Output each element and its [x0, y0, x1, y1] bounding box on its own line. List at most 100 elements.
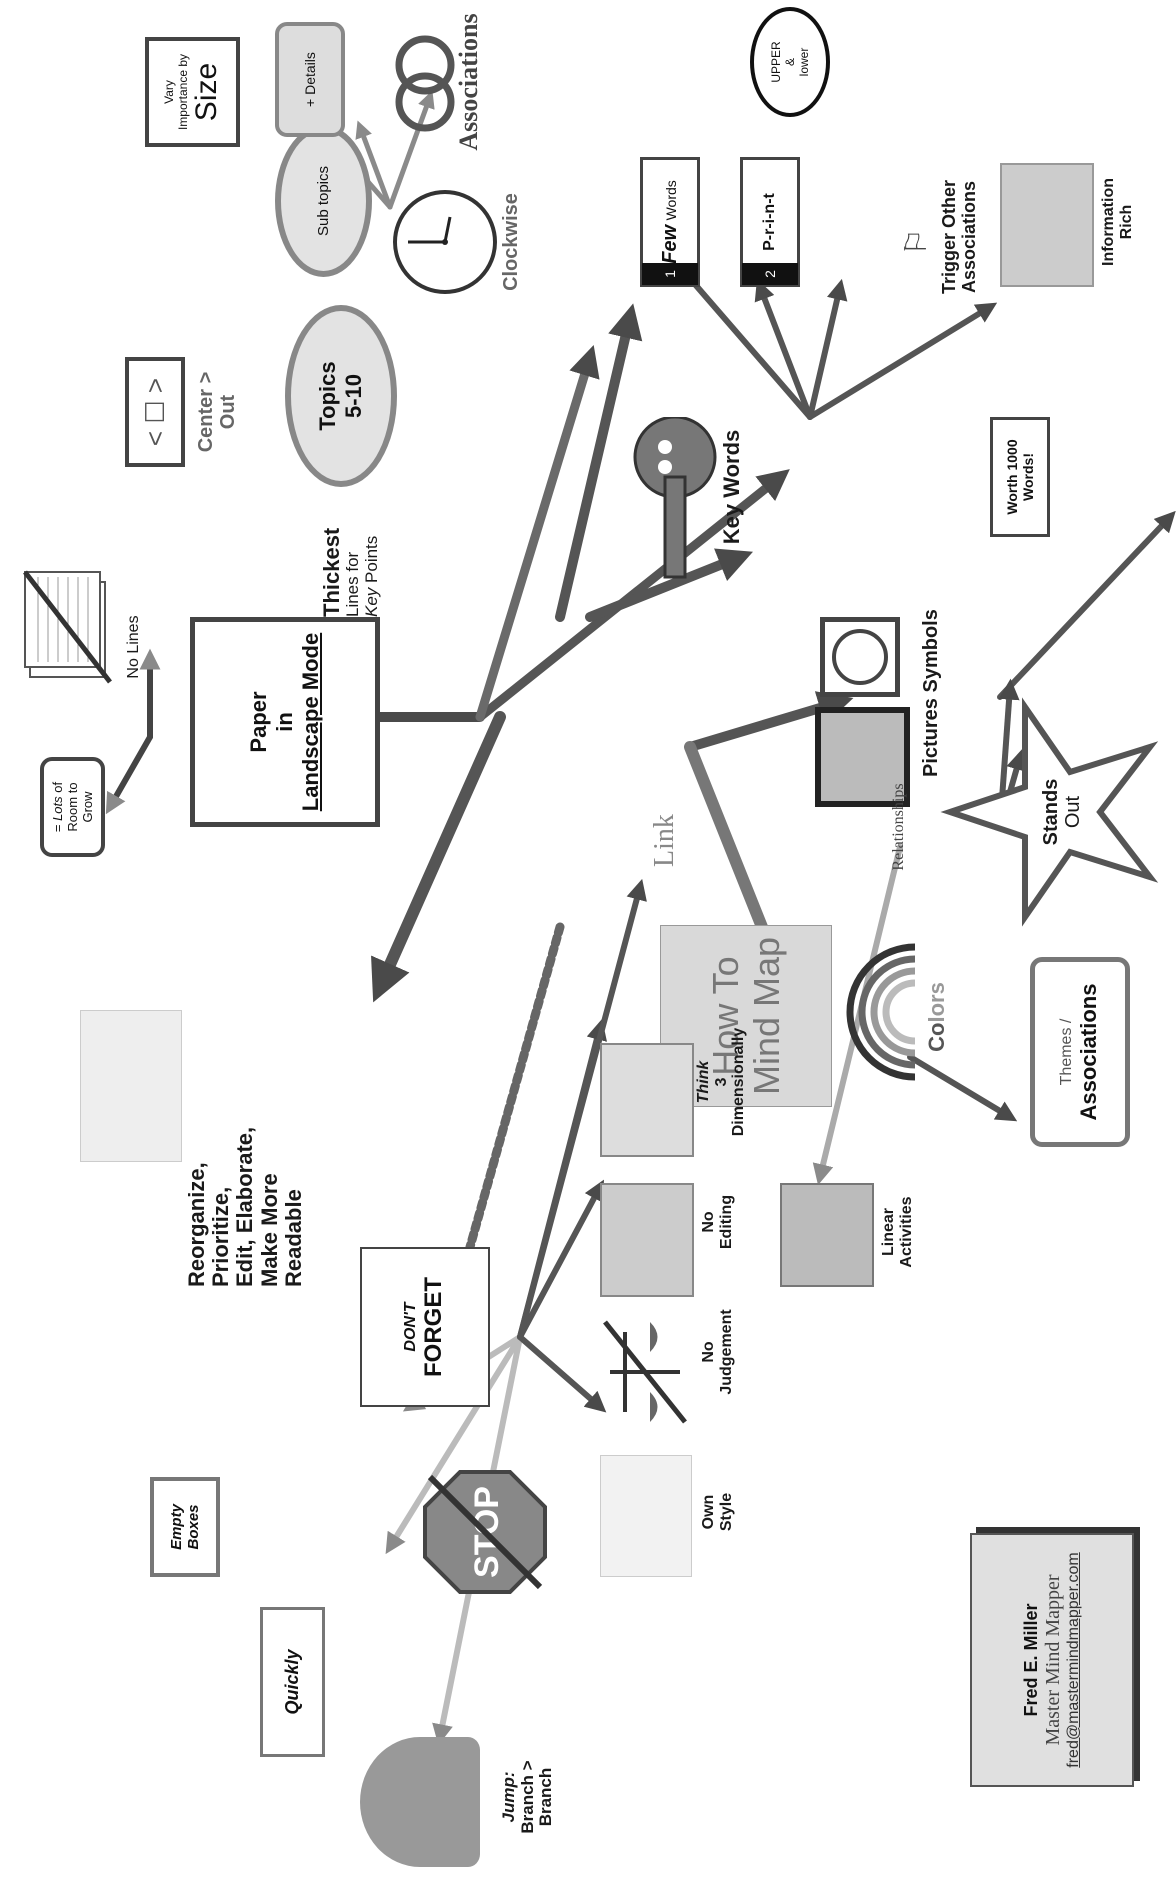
sub-branches [105, 90, 1176, 1746]
vary-size: Size [189, 62, 223, 122]
own-line: Own [700, 1494, 717, 1530]
no-judgement-line2: Judgement [717, 1309, 735, 1395]
reorganize-line2: Prioritize, [208, 1186, 234, 1287]
thickest-line2: Lines for [343, 551, 363, 617]
dont-label: DON'T [402, 1302, 419, 1352]
upper-label: UPPER [769, 41, 783, 83]
info-rich-line1: Information [1100, 178, 1117, 266]
stop-sign-icon: STOP [420, 1467, 550, 1597]
colors-part2: lors [924, 982, 949, 1023]
thickest-line1: Thickest [319, 527, 344, 617]
key-words-label: Key Words [719, 429, 744, 545]
style-line: Style [717, 1492, 735, 1532]
center-out-label: Center >Out [195, 347, 239, 477]
colors-label: Colors [924, 957, 949, 1077]
branch-dont-forget [465, 922, 565, 1252]
empty-line: Empty [168, 1504, 185, 1550]
linear-line1: Linear [880, 1208, 897, 1257]
scales-icon [600, 1317, 690, 1427]
mindmap-thumbnail-icon [80, 1010, 182, 1162]
out-line: Out [1062, 795, 1084, 829]
three-line: 3 [712, 1077, 730, 1087]
jump-line3: Branch [536, 1767, 556, 1827]
thickest-label: Thickest Lines for Key Points [319, 467, 382, 617]
room-to-grow-box: = Lots of Room to Grow [40, 757, 105, 857]
signature-title: Master Mind Mapper [1042, 1574, 1064, 1746]
no-lines-label: No Lines [125, 615, 142, 679]
reorganize-line3: Edit, Elaborate, [232, 1126, 258, 1287]
trigger-line1: Trigger Other [939, 179, 959, 295]
center-out-icon: < ☐ > [125, 357, 185, 467]
no-editing-line2: Editing [717, 1194, 735, 1250]
signature-email[interactable]: fred@mastermindmapper.com [1065, 1552, 1082, 1768]
dont-forget-box: DON'T FORGET [360, 1247, 490, 1407]
key-icon [620, 415, 730, 587]
eraser-icon [600, 1183, 694, 1297]
paper-line3: Landscape Mode [298, 632, 323, 812]
dimensionally-line: Dimensionally [730, 1027, 748, 1137]
revolver-icon: ⚐ [900, 228, 933, 256]
jump-label: Jump:Branch >Branch [499, 1727, 556, 1867]
think-line: Think [695, 1060, 712, 1104]
pictures-symbols-label: Pictures Symbols [920, 587, 942, 777]
lined-paper-icon [20, 567, 115, 687]
worth-line2: Words! [1020, 453, 1036, 501]
jump-line1: Jump: [499, 1771, 518, 1823]
jump-line2: Branch > [517, 1760, 537, 1834]
rainbow-icon [830, 937, 920, 1087]
topics-line1: Topics [315, 361, 340, 431]
branch-keywords [585, 548, 753, 622]
details-box: + Details [275, 22, 345, 137]
paper-box: Paper in Landscape Mode [190, 617, 380, 827]
paper-line1: Paper [246, 691, 271, 753]
rings-icon [395, 27, 455, 137]
room-eq: = [50, 824, 65, 833]
reorganize-line1: Reorganize, [184, 1162, 209, 1287]
themes-line1: Themes / [1058, 1018, 1075, 1086]
upper-lower-ellipse: UPPER&lower [750, 7, 830, 117]
subtopics-label: Sub topics [315, 165, 332, 237]
few-words-line1: Few [658, 224, 681, 264]
lettering-styles-icon [600, 1455, 692, 1577]
pictures-label: Pictures [920, 698, 942, 777]
no-editing-line1: No [700, 1211, 717, 1233]
branch-reorganize [371, 711, 506, 1003]
money-icon [1000, 163, 1094, 287]
room-line3: Grow [80, 791, 95, 823]
main-branches [331, 303, 854, 1252]
vary-line1: Vary [161, 80, 176, 104]
reorganize-label: Reorganize, Prioritize, Edit, Elaborate,… [184, 1007, 306, 1287]
forget-label: FORGET [420, 1277, 447, 1377]
box-3d-icon [600, 1043, 694, 1157]
branch-topics [475, 344, 600, 722]
reorganize-line5: Readable [280, 1189, 306, 1287]
topics-line2: 5-10 [341, 373, 366, 419]
center-line2: Mind Map [746, 936, 787, 1096]
clock-icon [390, 187, 500, 297]
center-out-line2: Out [217, 394, 239, 430]
colors-part1: Co [924, 1022, 949, 1052]
details-label: + Details [302, 52, 318, 107]
signature-name: Fred E. Miller [1021, 1603, 1041, 1717]
tree-icon [360, 1737, 480, 1867]
thickest-key: Key [361, 587, 381, 617]
link-label: Link [649, 814, 680, 867]
stands-line: Stands [1040, 778, 1062, 846]
reorganize-line4: Make More [256, 1173, 282, 1287]
few-words-line2: Words [662, 180, 679, 221]
info-rich-line2: Rich [1117, 204, 1135, 240]
trigger-line2: Associations [958, 180, 979, 294]
vary-size-box: Vary Importance by Size [145, 37, 240, 147]
